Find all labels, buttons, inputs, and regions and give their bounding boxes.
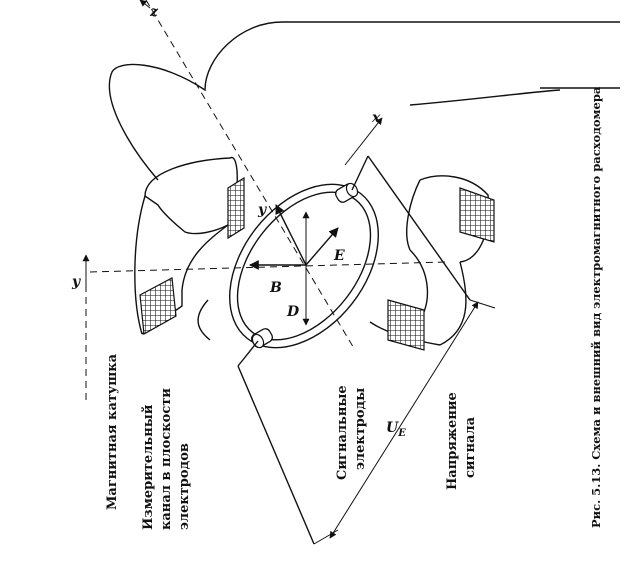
vectors — [249, 204, 339, 326]
vector-y-label: y — [257, 202, 267, 218]
axis-x-label: x — [371, 110, 381, 126]
svg-text:электроды: электроды — [353, 388, 368, 470]
axes — [82, 0, 446, 400]
vector-e — [305, 227, 339, 266]
lower-coil — [369, 175, 495, 351]
svg-text:канал в плоскости: канал в плоскости — [159, 388, 174, 530]
voltage-measure — [237, 155, 496, 545]
signal-electrodes-label: Сигнальные электроды — [335, 385, 368, 480]
magnetic-coil-label: Магнитная катушка — [105, 353, 120, 510]
axis-z-label: z — [149, 4, 159, 20]
svg-text:Сигнальные: Сигнальные — [335, 385, 350, 480]
vector-b-label: B — [269, 280, 282, 296]
svg-text:сигнала: сигнала — [463, 416, 478, 478]
svg-text:электродов: электродов — [177, 443, 192, 530]
upper-coil — [134, 157, 245, 335]
figure-caption: Рис. 5.13. Схема и внешний вид электрома… — [589, 86, 603, 528]
dim-d-label: D — [286, 304, 300, 320]
vector-y — [275, 204, 307, 266]
svg-text:Измерительный: Измерительный — [141, 404, 156, 530]
channel-label: Измерительный канал в плоскости электрод… — [141, 388, 192, 530]
signal-voltage-label: Напряжение сигнала — [445, 392, 478, 490]
vector-e-label: E — [333, 248, 345, 264]
voltage-label: UE — [386, 420, 406, 439]
pipe — [108, 21, 620, 341]
svg-text:Напряжение: Напряжение — [445, 392, 460, 490]
axis-y-label: y — [71, 274, 81, 290]
